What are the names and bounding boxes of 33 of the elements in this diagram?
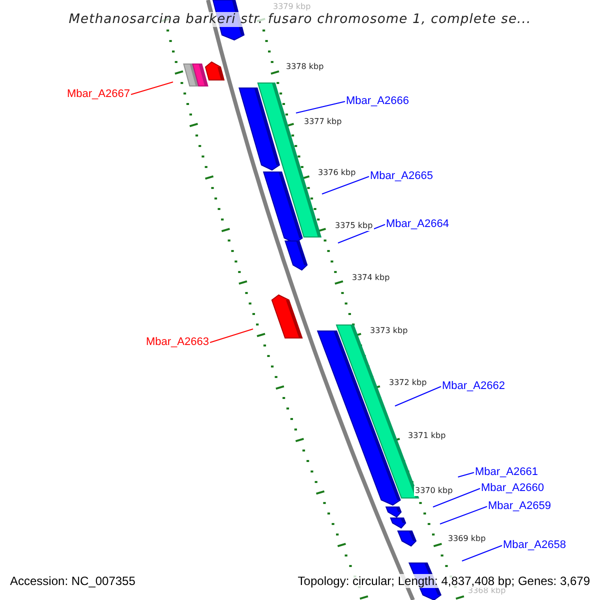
gene-label: Mbar_A2664 (386, 218, 449, 231)
leader-line (432, 488, 480, 508)
gene-label: Mbar_A2662 (442, 380, 505, 393)
accession-text: Accession: NC_007355 (10, 574, 136, 588)
gene-label: Mbar_A2660 (481, 482, 544, 495)
leader-line (130, 82, 174, 95)
gene-label: Mbar_A2659 (488, 500, 551, 513)
gene-label: Mbar_A2661 (475, 466, 538, 479)
gene-label: Mbar_A2665 (370, 170, 433, 183)
leader-line (338, 224, 386, 244)
scale-label: 3379 kbp (272, 2, 312, 12)
leader-line (394, 386, 442, 406)
leader-line (322, 176, 370, 194)
genome-stats-text: Topology: circular; Length: 4,837,408 bp; Genes: 3,679 (298, 574, 590, 588)
scale-label: 3373 kbp (369, 326, 409, 336)
gene-label: Mbar_A2667 (67, 88, 130, 101)
leader-line (462, 545, 502, 562)
scale-label: 3376 kbp (317, 168, 357, 178)
scale-label: 3378 kbp (285, 62, 325, 72)
scale-label: 3370 kbp (414, 486, 454, 496)
gene-label: Mbar_A2666 (346, 95, 409, 108)
leader-line (458, 472, 474, 478)
gene-label: Mbar_A2658 (503, 539, 566, 552)
gene-label: Mbar_A2663 (146, 336, 209, 349)
scale-label: 3371 kbp (407, 431, 447, 441)
leader-line (440, 506, 488, 524)
scale-label: 3369 kbp (447, 534, 487, 544)
scale-label: 3372 kbp (388, 378, 428, 388)
leader-line (296, 101, 346, 114)
scale-label: 3374 kbp (351, 273, 391, 283)
scale-label: 3375 kbp (334, 221, 374, 231)
scale-label: 3377 kbp (303, 117, 343, 127)
leader-line (210, 328, 254, 343)
